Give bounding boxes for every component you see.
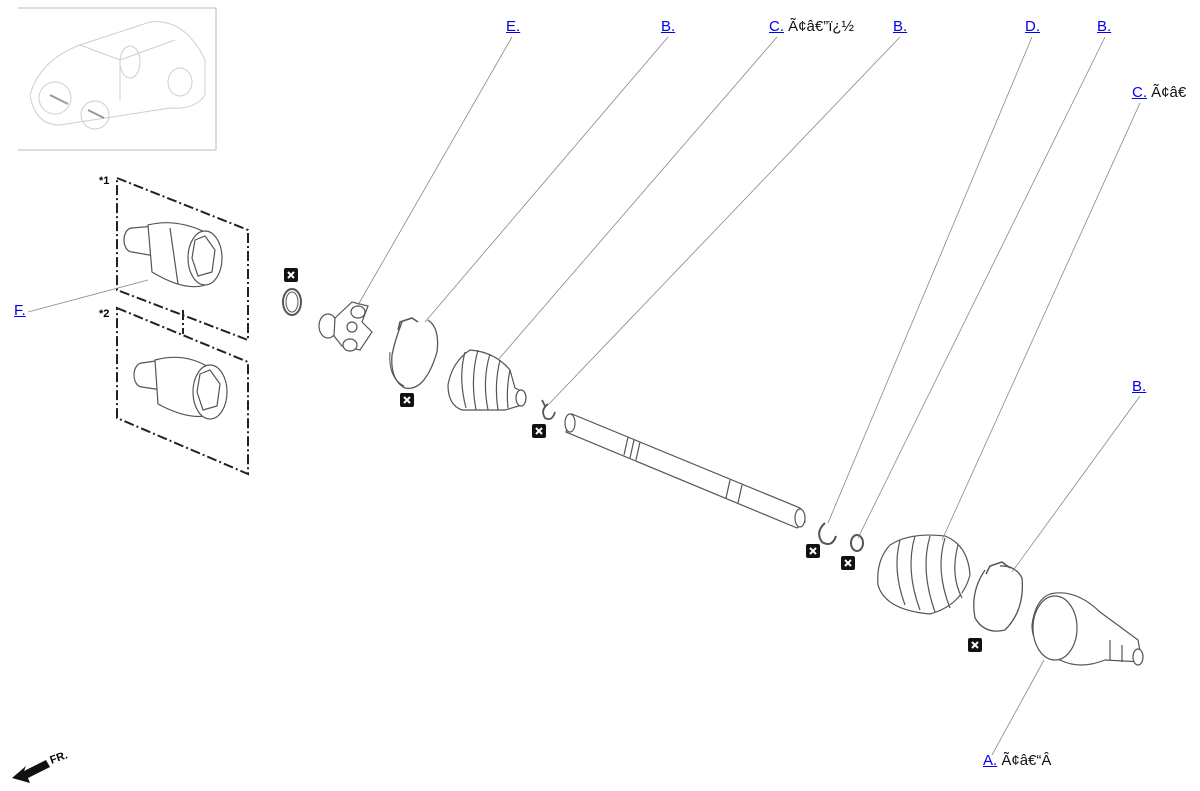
callout-link-d[interactable]: D.	[1025, 18, 1040, 35]
inboard-boot	[447, 349, 527, 411]
callout-f-left: F.	[14, 302, 26, 320]
outboard-boot-clamp	[973, 561, 1024, 632]
no-reuse-x-icon	[841, 556, 855, 570]
inboard-joint-housing-variant-2	[133, 356, 228, 420]
no-reuse-x-icon	[532, 424, 546, 438]
callout-c-right: C. Ã¢â€	[1132, 84, 1186, 102]
callout-b-top-1: B.	[661, 18, 675, 36]
outboard-snap-ring	[818, 522, 837, 545]
variant-box-2	[116, 306, 249, 476]
inner-snap-ring	[282, 288, 302, 316]
callout-e-top: E.	[506, 18, 520, 36]
callout-link-b[interactable]: B.	[1132, 378, 1147, 395]
no-reuse-x-icon	[806, 544, 820, 558]
callout-d-top: D.	[1025, 18, 1040, 36]
drive-shaft	[564, 413, 806, 529]
callout-link-c[interactable]: C.	[769, 18, 784, 35]
outboard-boot	[877, 534, 971, 615]
no-reuse-x-icon	[284, 268, 298, 282]
front-arrow-icon	[12, 760, 50, 783]
inboard-boot-clamp	[389, 317, 439, 389]
callout-note: Ã¢â€	[1151, 84, 1187, 101]
callout-link-b[interactable]: B.	[661, 18, 676, 35]
inboard-boot-small-clamp	[541, 399, 556, 421]
callout-note: Ã¢â€”ï¿½	[788, 18, 855, 35]
tripod-joint	[318, 301, 373, 352]
outboard-boot-small-clamp	[850, 534, 864, 552]
callout-link-c[interactable]: C.	[1132, 84, 1147, 101]
callout-a-bottom: A. Ã¢â€“Â	[983, 752, 1051, 770]
variant-box-1	[116, 176, 249, 342]
callout-b-top-3: B.	[1097, 18, 1111, 36]
no-reuse-x-icon	[400, 393, 414, 407]
callout-link-a[interactable]: A.	[983, 752, 998, 769]
inboard-joint-housing-variant-1	[123, 222, 223, 288]
callout-link-b[interactable]: B.	[1097, 18, 1112, 35]
callout-link-b[interactable]: B.	[893, 18, 908, 35]
leader-lines	[27, 36, 1141, 756]
callout-b-right: B.	[1132, 378, 1146, 396]
callout-b-top-2: B.	[893, 18, 907, 36]
callout-note: Ã¢â€“Â	[1001, 752, 1052, 769]
variant-marker-1: *1	[99, 175, 110, 187]
callout-c-top: C. Ã¢â€”ï¿½	[769, 18, 854, 36]
outboard-joint	[1031, 592, 1144, 666]
no-reuse-x-icon	[968, 638, 982, 652]
vehicle-locator-icon	[18, 7, 217, 151]
callout-link-e[interactable]: E.	[506, 18, 521, 35]
callout-link-f[interactable]: F.	[14, 302, 26, 319]
variant-marker-2: *2	[99, 308, 110, 320]
